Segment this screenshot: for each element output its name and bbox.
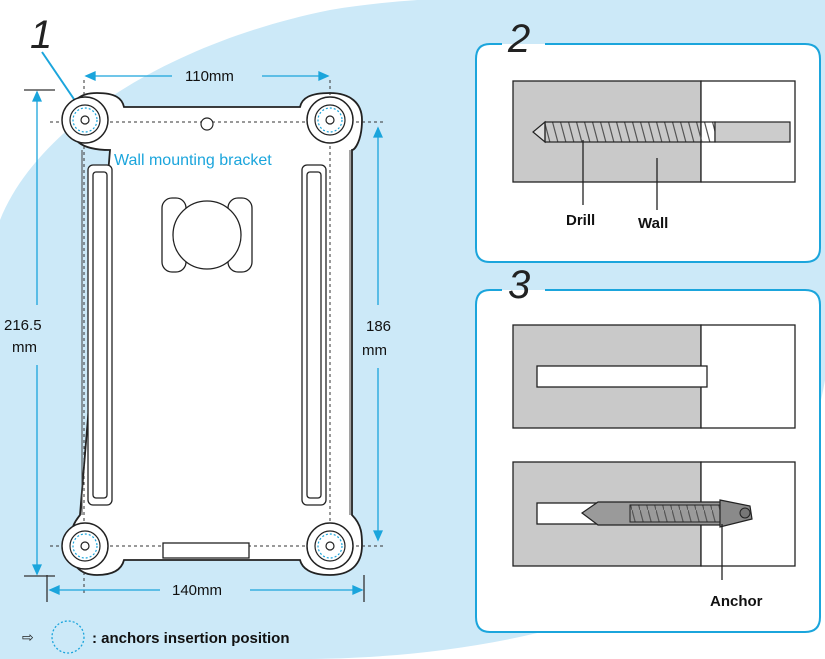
bracket-inner-outline (81, 150, 351, 515)
legend-arrow-icon: ⇨ (22, 629, 34, 645)
bottom-slot (162, 542, 250, 559)
dimension-top-label: 110mm (185, 68, 234, 85)
legend-dashed-circle-icon (51, 620, 85, 654)
step-2-number: 2 (507, 17, 530, 61)
corner-hole-top-right (306, 96, 354, 144)
dimension-left-value: 216.5 (4, 317, 42, 334)
dimension-bottom-140 (46, 575, 365, 602)
step-1-pointer-line (41, 51, 81, 109)
right-slot (301, 164, 327, 506)
drill-bit (532, 120, 791, 144)
legend-text: : anchors insertion position (92, 630, 290, 647)
center-top-hole (200, 117, 214, 131)
step-3-number: 3 (508, 263, 530, 307)
center-knob (161, 197, 253, 273)
dimension-right-186 (372, 126, 384, 542)
wall-label: Wall (638, 215, 668, 232)
left-slot (87, 164, 113, 506)
anchor-plug (580, 499, 753, 528)
dimension-top-110 (84, 70, 330, 82)
wall-hole-step3-top (700, 324, 796, 429)
corner-hole-top-left (61, 96, 109, 144)
dimension-right-unit: mm (362, 342, 387, 359)
drilled-hole (536, 365, 708, 388)
dimension-left-216 (24, 89, 55, 577)
anchor-label: Anchor (710, 593, 763, 610)
dimension-bottom-label: 140mm (172, 582, 222, 599)
drill-label: Drill (566, 212, 595, 229)
bracket-label: Wall mounting bracket (114, 152, 272, 169)
corner-hole-bottom-left (61, 522, 109, 570)
dimension-right-value: 186 (366, 318, 391, 335)
corner-hole-bottom-right (306, 522, 354, 570)
bracket-outline (69, 92, 363, 576)
step-1-number: 1 (30, 13, 52, 57)
dimension-left-unit: mm (12, 339, 37, 356)
